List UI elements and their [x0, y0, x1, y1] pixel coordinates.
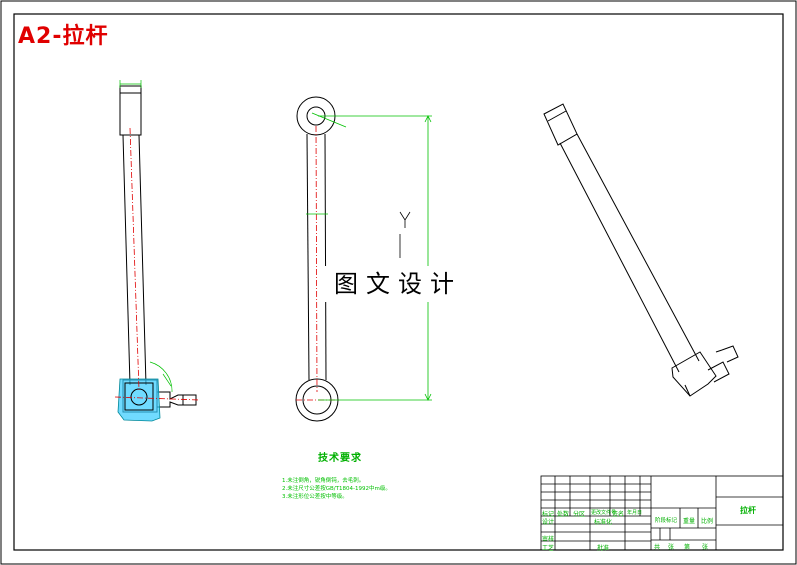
tech-note: 2.未注尺寸公差按GB/T1804-1992中m级。	[282, 486, 391, 492]
title-block-label: 阶段标记	[655, 518, 678, 524]
side-view	[119, 85, 197, 413]
title-block-label: 张	[668, 544, 675, 551]
front-view-centerlines	[296, 125, 338, 401]
part-name: 拉杆	[740, 505, 756, 515]
inner-border	[13, 13, 784, 551]
title-block-label: 共	[654, 544, 661, 551]
y-axis-mark	[399, 211, 411, 258]
title-block-label: 设计	[542, 519, 555, 526]
tech-note: 3.未注形位公差按中等级。	[282, 494, 348, 500]
title-block-label: 第	[684, 544, 691, 551]
title-block-label: 工艺	[542, 545, 555, 552]
title-block-label: 处数	[557, 511, 570, 518]
tech-requirements-title: 技术要求	[318, 453, 362, 464]
title-block-label: 比例	[701, 518, 714, 525]
side-view-dimensions	[119, 80, 173, 393]
sheet-title: A2-拉杆	[18, 24, 109, 49]
title-block-label: 签名	[612, 511, 625, 518]
title-block-label: 重量	[683, 518, 696, 525]
title-block-label: 更改文件号	[591, 510, 617, 516]
title-block-label: 审核	[542, 536, 555, 543]
watermark-text: 图文设计	[318, 266, 478, 302]
title-block-label: 标记	[542, 511, 555, 518]
side-view-centerlines	[114, 127, 201, 401]
title-block-label: 张	[702, 544, 709, 551]
title-block-label: 分区	[573, 511, 586, 518]
title-block-label: 批准	[597, 545, 610, 552]
title-block-label: 标准化	[594, 519, 613, 526]
front-view-dimensions	[306, 112, 432, 401]
title-block-label: 年月日	[627, 510, 643, 516]
isometric-view	[543, 103, 739, 397]
title-block	[540, 475, 784, 551]
tech-note: 1.未注倒角，锐角倒钝，去毛刺。	[282, 478, 365, 484]
hub-outline	[124, 382, 154, 411]
